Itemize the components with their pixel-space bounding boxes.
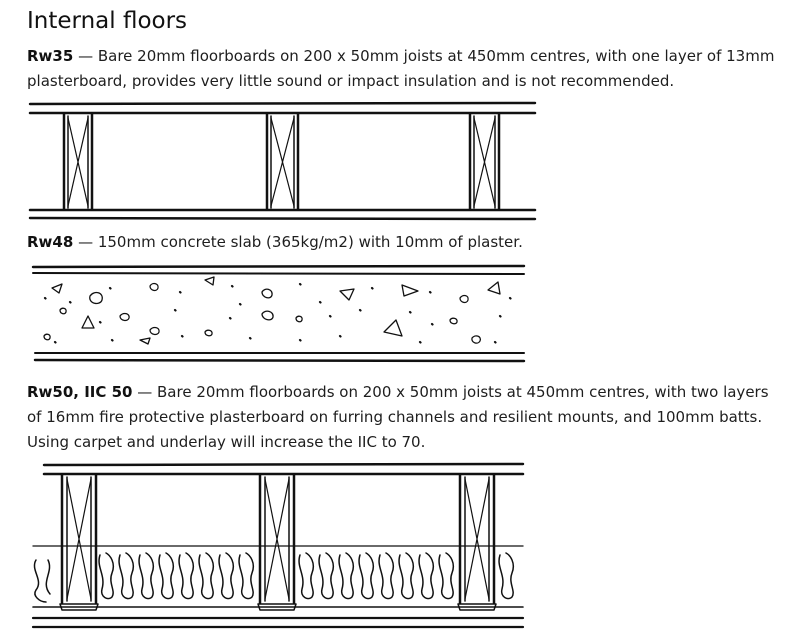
joist [457, 473, 497, 611]
joist-floor-diagram [28, 101, 537, 221]
concrete-slab-diagram [31, 264, 526, 363]
page-title: Internal floors [27, 8, 188, 34]
joist [265, 112, 300, 211]
joist [62, 112, 94, 211]
section-description: — Bare 20mm floorboards on 200 x 50mm jo… [27, 47, 775, 90]
section-rating: Rw50, IIC 50 [27, 383, 133, 401]
section-rw35-text: Rw35 — Bare 20mm floorboards on 200 x 50… [27, 44, 787, 94]
insulation-batts [33, 552, 515, 603]
joist [257, 473, 297, 611]
section-rw50-text: Rw50, IIC 50 — Bare 20mm floorboards on … [27, 380, 787, 455]
section-description: — Bare 20mm floorboards on 200 x 50mm jo… [27, 383, 769, 451]
joist [59, 473, 99, 611]
insulated-joist-floor-diagram [31, 462, 525, 629]
section-rating: Rw35 [27, 47, 74, 65]
section-rw48-text: Rw48 — 150mm concrete slab (365kg/m2) wi… [27, 230, 787, 255]
section-rating: Rw48 [27, 233, 74, 251]
section-description: — 150mm concrete slab (365kg/m2) with 10… [78, 233, 523, 251]
joist [468, 112, 501, 211]
